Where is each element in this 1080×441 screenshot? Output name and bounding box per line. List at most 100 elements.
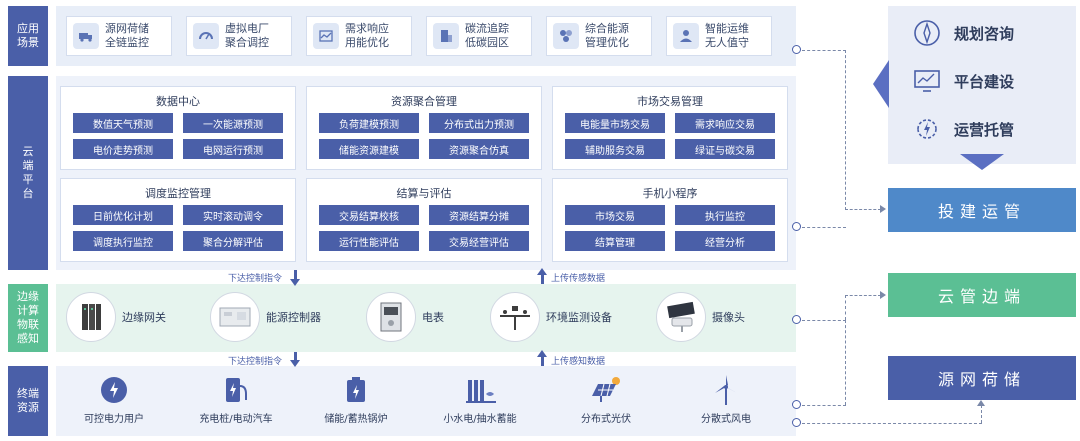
cloud-card-title: 市场交易管理	[637, 95, 703, 108]
cloud-chip[interactable]: 数值天气预测	[73, 113, 173, 133]
down-arrow-1	[294, 270, 297, 280]
edge-device-1[interactable]: 边缘网关	[66, 292, 166, 342]
connector-terminal-2	[792, 418, 801, 427]
btn-source-grid[interactable]: 源网荷储	[888, 356, 1076, 400]
connector-edge	[792, 315, 801, 324]
terminal-5[interactable]: 分布式光伏	[546, 372, 666, 425]
cloud-chip[interactable]: 执行监控	[675, 205, 775, 225]
cloud-chip[interactable]: 储能资源建模	[319, 139, 419, 159]
operation-icon	[912, 114, 942, 144]
cloud-chip[interactable]: 资源结算分摊	[429, 205, 529, 225]
cloud-card-3: 市场交易管理电能量市场交易需求响应交易辅助服务交易绿证与碳交易	[552, 86, 788, 170]
dash-v-top	[845, 50, 846, 210]
down-arrow-head-1	[290, 279, 300, 286]
cloud-chip[interactable]: 聚合分解评估	[183, 231, 283, 251]
down-arrow-label-1: 下达控制指令	[228, 274, 283, 284]
cloud-card-title: 调度监控管理	[145, 187, 211, 200]
edge-device-4[interactable]: 环境监测设备	[490, 292, 612, 342]
scene-line-2: 低碳园区	[465, 36, 509, 49]
row-label-terminal: 终端 资源	[8, 366, 48, 436]
camera-icon	[656, 292, 706, 342]
cloud-chip[interactable]: 电能量市场交易	[565, 113, 665, 133]
compass-icon	[912, 18, 942, 48]
cloud-chip[interactable]: 辅助服务交易	[565, 139, 665, 159]
cloud-chip[interactable]: 运行性能评估	[319, 231, 419, 251]
cloud-chip[interactable]: 实时滚动调令	[183, 205, 283, 225]
up-arrow-label-2: 上传感知数据	[551, 357, 606, 367]
meter-icon	[366, 292, 416, 342]
cloud-chip[interactable]: 结算管理	[565, 231, 665, 251]
cloud-chip[interactable]: 需求响应交易	[675, 113, 775, 133]
gateway-icon	[66, 292, 116, 342]
row-label-cloud: 云 端 平 台	[8, 76, 48, 270]
edge-device-2[interactable]: 能源控制器	[210, 292, 321, 342]
solar-icon	[546, 372, 666, 408]
scene-4[interactable]: 碳流追踪低碳园区	[426, 16, 532, 56]
dash-to-btn1	[845, 209, 881, 210]
charger-icon	[176, 372, 296, 408]
truck-icon	[73, 23, 99, 49]
scene-line-1: 虚拟电厂	[225, 22, 269, 35]
cloud-chip[interactable]: 电网运行预测	[183, 139, 283, 159]
terminal-1[interactable]: 可控电力用户	[54, 372, 174, 425]
person-icon	[673, 23, 699, 49]
cloud-chip[interactable]: 绿证与碳交易	[675, 139, 775, 159]
dash-term-2	[802, 423, 982, 424]
cloud-chip[interactable]: 交易结算校核	[319, 205, 419, 225]
power-user-icon	[54, 372, 174, 408]
cloud-card-title: 手机小程序	[642, 187, 698, 200]
cloud-chip[interactable]: 经营分析	[675, 231, 775, 251]
cloud-chip[interactable]: 电价走势预测	[73, 139, 173, 159]
cloud-card-2: 资源聚合管理负荷建模预测分布式出力预测储能资源建模资源聚合仿真	[306, 86, 542, 170]
dash-v-low	[845, 320, 846, 405]
terminal-2[interactable]: 充电桩/电动汽车	[176, 372, 296, 425]
terminal-band	[56, 366, 796, 436]
edge-device-3[interactable]: 电表	[366, 292, 444, 342]
scene-2[interactable]: 虚拟电厂聚合调控	[186, 16, 292, 56]
scene-label: 碳流追踪低碳园区	[465, 22, 509, 50]
scene-line-1: 综合能源	[585, 22, 629, 35]
service-arrow-left	[873, 60, 889, 108]
terminal-6[interactable]: 分散式风电	[666, 372, 786, 425]
terminal-name: 小水电/抽水蓄能	[443, 414, 517, 425]
cloud-chip[interactable]: 资源聚合仿真	[429, 139, 529, 159]
cloud-card-4: 调度监控管理日前优化计划实时滚动调令调度执行监控聚合分解评估	[60, 178, 296, 262]
cubes-icon	[553, 23, 579, 49]
btn-cloud-edge[interactable]: 云管边端	[888, 273, 1076, 317]
terminal-4[interactable]: 小水电/抽水蓄能	[420, 372, 540, 425]
cloud-chip[interactable]: 分布式出力预测	[429, 113, 529, 133]
scene-1[interactable]: 源网荷储全链监控	[66, 16, 172, 56]
cloud-chip[interactable]: 交易经营评估	[429, 231, 529, 251]
service-1[interactable]: 规划咨询	[912, 18, 1014, 48]
cloud-chip[interactable]: 调度执行监控	[73, 231, 173, 251]
btn-build-operate[interactable]: 投建运管	[888, 188, 1076, 232]
scene-6[interactable]: 智能运维无人值守	[666, 16, 772, 56]
service-2[interactable]: 平台建设	[912, 66, 1014, 96]
dash-cloud	[802, 227, 846, 228]
scene-3[interactable]: 需求响应用能优化	[306, 16, 412, 56]
service-panel	[888, 6, 1076, 164]
building-icon	[433, 23, 459, 49]
edge-device-5[interactable]: 摄像头	[656, 292, 745, 342]
service-arrow-down	[960, 154, 1004, 170]
tip-btn3	[977, 400, 985, 406]
controller-icon	[210, 292, 260, 342]
cloud-chip[interactable]: 市场交易	[565, 205, 665, 225]
gauge-icon	[193, 23, 219, 49]
service-3[interactable]: 运营托管	[912, 114, 1014, 144]
terminal-3[interactable]: 储能/蓄热锅炉	[296, 372, 416, 425]
wind-icon	[666, 372, 786, 408]
service-label: 平台建设	[954, 72, 1015, 91]
row-label-edge: 边缘 计算 物联 感知	[8, 284, 48, 352]
cloud-chip[interactable]: 负荷建模预测	[319, 113, 419, 133]
scene-5[interactable]: 综合能源管理优化	[546, 16, 652, 56]
down-arrow-head-2	[290, 360, 300, 367]
cloud-card-title: 结算与评估	[396, 187, 452, 200]
cloud-chip[interactable]: 日前优化计划	[73, 205, 173, 225]
scene-line-2: 无人值守	[705, 36, 749, 49]
scene-line-1: 源网荷储	[105, 22, 149, 35]
down-arrow-label-2: 下达控制指令	[228, 357, 283, 367]
cloud-chip[interactable]: 一次能源预测	[183, 113, 283, 133]
scene-line-2: 全链监控	[105, 36, 149, 49]
hydro-icon	[420, 372, 540, 408]
